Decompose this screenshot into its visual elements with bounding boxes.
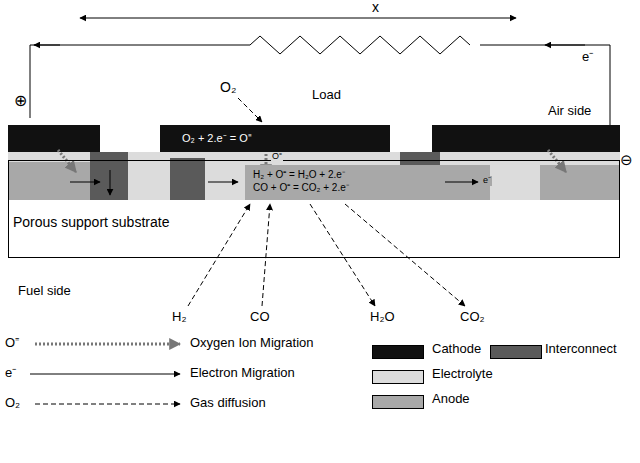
legend-text: Electron Migration xyxy=(190,366,295,380)
cathode-layer xyxy=(432,125,620,152)
electron-label: e⁻ xyxy=(582,50,593,64)
interconnect-layer xyxy=(400,152,440,165)
legend-sample xyxy=(30,374,180,375)
ion-arrow xyxy=(548,150,566,172)
electron-arrow xyxy=(445,182,478,183)
legend-swatch xyxy=(372,395,424,409)
gas-label: H₂ xyxy=(172,310,186,324)
anode-layer xyxy=(540,165,620,200)
electrolyte-layer xyxy=(440,152,620,165)
wire xyxy=(480,45,610,125)
current-arrow xyxy=(34,45,60,46)
legend-text: Cathode xyxy=(432,342,481,356)
polarity-sign: ⊕ xyxy=(14,92,27,110)
electron-label: e⁻ xyxy=(482,176,492,186)
legend-symbol: O⁼ xyxy=(5,336,19,350)
legend-sample xyxy=(35,404,180,405)
electron-arrow xyxy=(545,45,585,46)
wire xyxy=(30,45,250,118)
substrate-box: Porous support substrate xyxy=(8,160,620,258)
legend-text: Interconnect xyxy=(545,342,617,356)
gas-arrow xyxy=(310,204,375,306)
electron-arrow xyxy=(70,182,100,183)
ion-arrow xyxy=(58,150,76,172)
legend-text: Oxygen Ion Migration xyxy=(190,336,314,350)
gas-arrow xyxy=(262,204,270,306)
ion-label: O⁼ xyxy=(271,152,283,162)
legend-symbol: O₂ xyxy=(5,396,20,410)
anode-layer xyxy=(8,162,90,200)
cathode-layer xyxy=(8,125,100,152)
legend-text: Gas diffusion xyxy=(190,396,266,410)
side-label: Air side xyxy=(548,104,591,118)
load-label: Load xyxy=(312,88,341,102)
side-label: Fuel side xyxy=(18,284,71,298)
gas-label: CO₂ xyxy=(460,310,485,324)
reaction-text: CO + O⁼ = CO₂ + 2.e⁻ xyxy=(253,181,440,194)
legend-text: Electrolyte xyxy=(432,367,493,381)
legend-swatch xyxy=(372,345,424,359)
gas-label: O₂ xyxy=(220,80,236,95)
gas-label: H₂O xyxy=(370,310,395,324)
legend-text: Anode xyxy=(432,392,470,406)
electron-arrow xyxy=(208,182,238,183)
gas-arrow xyxy=(238,98,262,122)
legend-sample xyxy=(35,343,180,346)
gas-label: CO xyxy=(250,310,270,324)
legend-swatch xyxy=(372,370,424,384)
electrolyte-layer xyxy=(205,165,245,200)
electrolyte-layer xyxy=(128,162,160,200)
gas-arrow xyxy=(345,204,465,306)
gas-arrow xyxy=(188,204,250,306)
reaction-text: O₂ + 2.e⁻ = O⁼ xyxy=(182,131,390,145)
reaction-text: Porous support substrate xyxy=(13,213,619,231)
electron-arrow xyxy=(110,170,111,195)
dimension-label: x xyxy=(372,0,379,15)
resistor-symbol xyxy=(250,36,470,54)
polarity-sign: ⊖ xyxy=(620,152,633,169)
dimension-arrow xyxy=(80,18,516,19)
legend-symbol: e⁻ xyxy=(5,366,16,380)
interconnect-layer xyxy=(170,158,205,200)
cathode-box: O₂ + 2.e⁻ = O⁼ xyxy=(160,125,390,152)
anode-box: H₂ + O⁼ = H₂O + 2.e⁻CO + O⁼ = CO₂ + 2.e⁻ xyxy=(245,165,440,200)
electrolyte-layer xyxy=(490,165,540,200)
legend-swatch xyxy=(490,345,542,359)
reaction-text: H₂ + O⁼ = H₂O + 2.e⁻ xyxy=(253,168,440,181)
